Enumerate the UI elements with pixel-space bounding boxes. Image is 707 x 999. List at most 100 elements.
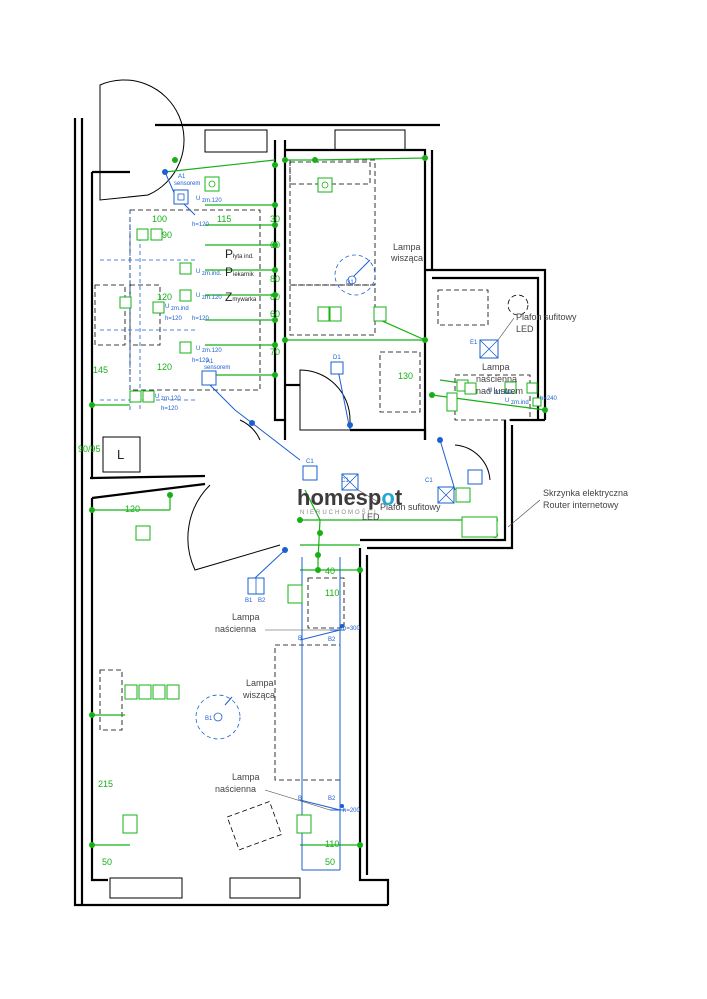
logo-text: homesp <box>297 485 381 510</box>
svg-text:homespot: homespot <box>297 485 403 510</box>
socket-icon <box>504 381 517 394</box>
label-skrzynka: Router internetowy <box>543 500 619 510</box>
code-label: zm.ind <box>511 400 529 406</box>
blue-wiring <box>100 171 456 871</box>
element-codes: A1 sensorem A1 sensorem C1 C1 C1 D1 D1 E… <box>155 174 558 814</box>
code-label: zm.120 <box>161 396 181 402</box>
dimension-label: 120 <box>157 292 172 302</box>
code-label: C1 <box>306 459 314 465</box>
socket-icon <box>456 379 477 395</box>
appliance-initial: P <box>225 247 233 261</box>
socket-icon <box>373 306 387 322</box>
svg-text:Zmywarka: Zmywarka <box>225 290 257 304</box>
logo-tagline: NIERUCHOMOŚCI <box>300 508 378 516</box>
code-label: C1 <box>341 478 349 484</box>
code-label: h=300 <box>343 626 361 632</box>
socket-icon <box>124 684 180 700</box>
code-label: h=120 <box>192 358 210 364</box>
fridge: L <box>102 436 141 473</box>
svg-text:Piekarnik: Piekarnik <box>225 265 255 279</box>
label-lampa-nascienna-bath: Lampa <box>482 362 510 372</box>
label-plafon-center: LED <box>362 512 380 522</box>
label-skrzynka: Skrzynka elektryczna <box>543 488 628 498</box>
code-label: h=120 <box>165 316 183 322</box>
dimension-label: 80 <box>270 292 280 302</box>
code-label: U <box>196 346 200 352</box>
switch-icon <box>302 465 318 481</box>
code-label: h=120 <box>161 406 179 412</box>
walls <box>73 79 547 907</box>
socket-icon <box>122 814 138 834</box>
appliance-name: łyta ind. <box>233 254 254 260</box>
pendant-lamp-icon <box>334 254 376 296</box>
socket-symbols <box>119 176 542 834</box>
appliance-initial: P <box>225 265 233 279</box>
code-label: U <box>488 388 492 394</box>
code-label: U <box>196 196 200 202</box>
label-plafon-top: LED <box>516 324 534 334</box>
code-label: zm.ind. <box>494 390 514 396</box>
code-label: h=120 <box>192 316 210 322</box>
socket-icon <box>317 177 333 193</box>
socket-icon <box>317 306 342 322</box>
socket-icon <box>179 341 192 354</box>
label-lampa-wiszaca-top: Lampa <box>393 242 421 252</box>
code-label: zm.120 <box>202 348 222 354</box>
code-label: B <box>298 796 302 802</box>
code-label: E1 <box>470 340 478 346</box>
dimension-label: 40 <box>325 566 335 576</box>
socket-icon <box>461 516 498 538</box>
light-symbols <box>173 189 499 811</box>
code-label: B1 <box>245 598 253 604</box>
code-label: A1 <box>178 174 186 180</box>
code-label: U <box>155 394 159 400</box>
code-label: A1 <box>206 359 214 365</box>
socket-icon <box>526 382 542 407</box>
code-label: h=200 <box>343 808 361 814</box>
code-label: U <box>196 293 200 299</box>
socket-icon <box>179 262 192 275</box>
ceiling-light-icon <box>341 473 359 491</box>
dimension-label: 50 <box>102 857 112 867</box>
dimension-label: 70 <box>270 347 280 357</box>
code-label: U <box>165 304 169 310</box>
dimension-label: 110 <box>325 588 339 598</box>
label-lampa-wiszaca-top: wisząca <box>390 253 423 263</box>
code-label: D1 <box>346 280 354 286</box>
appliance-name: mywarka <box>232 297 257 303</box>
code-label: h=120 <box>192 222 210 228</box>
code-label: h=240 <box>540 396 558 402</box>
socket-icon <box>455 487 471 503</box>
appliance-name: iekarnik <box>233 272 255 278</box>
dimension-label: 100 <box>152 214 167 224</box>
code-label: sensorem <box>204 365 230 371</box>
dimension-label: 110 <box>325 839 339 849</box>
code-label: U <box>196 269 200 275</box>
label-lampa-nascienna-2: naścienna <box>215 784 256 794</box>
dimension-label: 120 <box>157 362 172 372</box>
label-plafon-center: Plafon sufitowy <box>380 502 441 512</box>
code-label: U <box>505 398 509 404</box>
label-lampa-nascienna-2: Lampa <box>232 772 260 782</box>
label-lampa-nascienna-1: naścienna <box>215 624 256 634</box>
socket-icon <box>152 301 165 314</box>
socket-icon <box>204 176 220 192</box>
dimensions: 100 115 30 90 60 80 80 60 70 120 120 145… <box>78 214 413 867</box>
label-lampa-nascienna-bath: naścienna <box>476 374 517 384</box>
svg-text:Płyta ind.: Płyta ind. <box>225 247 254 261</box>
ceiling-light-icon <box>479 339 499 359</box>
socket-icon <box>129 390 155 403</box>
code-label: zm.120 <box>202 198 222 204</box>
code-label: sensorem <box>174 181 200 187</box>
ceiling-light-icon <box>437 486 455 504</box>
callout-labels: Lampa wisząca Plafon sufitowy LED Lampa … <box>215 242 628 811</box>
code-label: B <box>298 636 302 642</box>
switch-icon <box>330 361 344 375</box>
switch-icon <box>467 469 483 485</box>
dimension-label: 90/95 <box>78 444 101 454</box>
wall-lamp-icon <box>330 624 345 631</box>
dimension-label: 60 <box>270 240 280 250</box>
wall-lamp-icon <box>330 804 345 811</box>
label-lampa-nascienna-bath: nad lustrem <box>476 386 523 396</box>
